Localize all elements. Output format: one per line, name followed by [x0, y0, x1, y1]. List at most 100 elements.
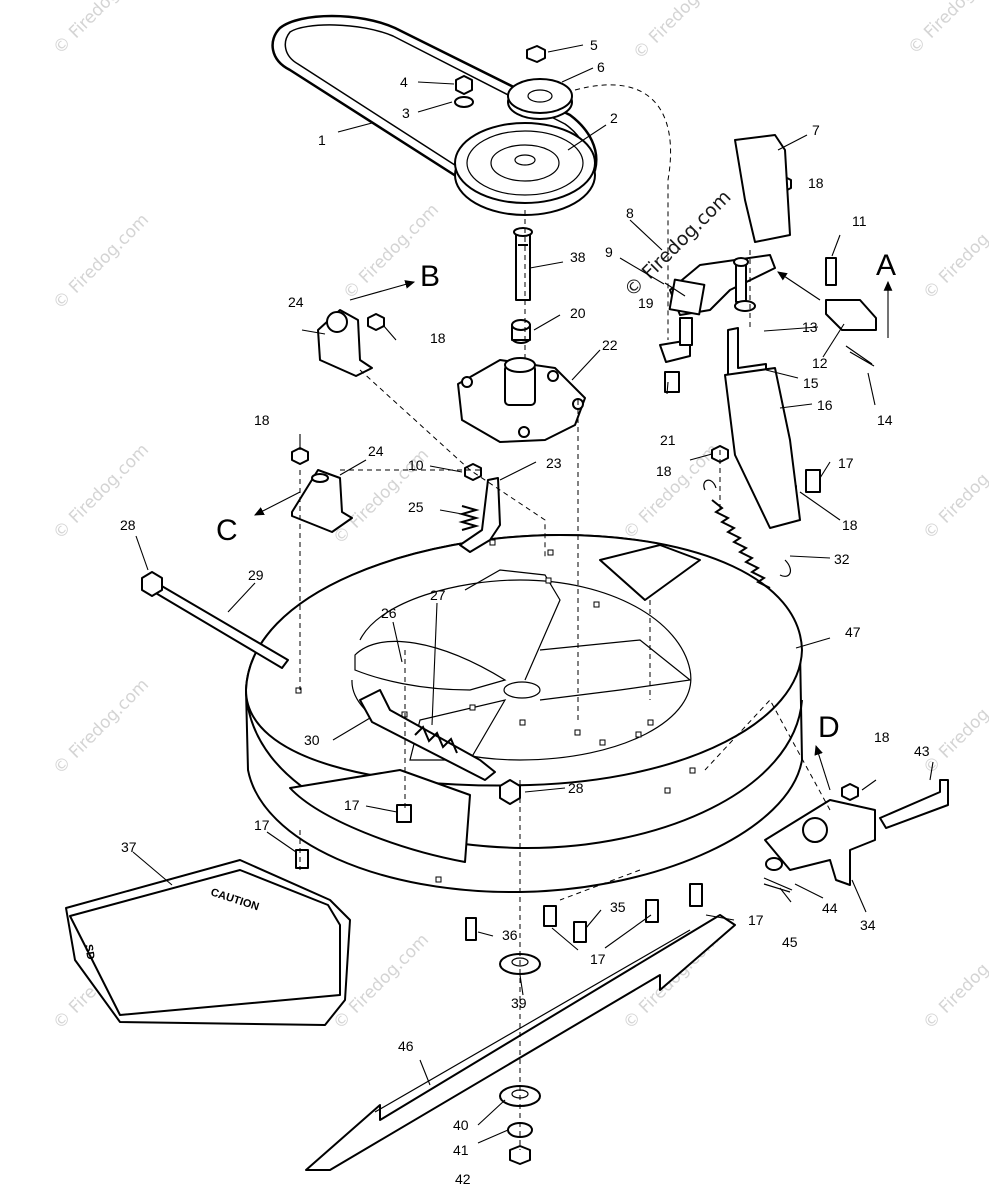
- hair-pin-14: [845, 345, 875, 367]
- assembly-lines: [299, 84, 831, 1150]
- callout-18: 18: [656, 463, 672, 479]
- callout-38: 38: [570, 249, 586, 265]
- callout-39: 39: [511, 995, 527, 1011]
- spindle-housing: [457, 357, 586, 443]
- callout-22: 22: [602, 337, 618, 353]
- rod-29: [153, 584, 289, 669]
- arrow-label-d: D: [818, 711, 840, 744]
- callout-36: 36: [502, 927, 518, 943]
- bolt-36: [465, 917, 477, 941]
- hanger-bracket-b: [317, 309, 373, 377]
- callout-32: 32: [834, 551, 850, 567]
- callout-46: 46: [398, 1038, 414, 1054]
- washer-44: [765, 857, 783, 871]
- callout-30: 30: [304, 732, 320, 748]
- bracket-16: [724, 367, 801, 529]
- decal-brand: SD: [82, 943, 96, 960]
- bracket-19: [659, 317, 693, 363]
- watermark: © Firedog.com: [904, 0, 989, 59]
- callout-43: 43: [914, 743, 930, 759]
- callout-1: 1: [318, 132, 326, 148]
- callout-18: 18: [808, 175, 824, 191]
- watermark: © Firedog.com: [49, 440, 153, 544]
- callout-17: 17: [344, 797, 360, 813]
- callout-labels: 1 2 3 4 5 6 7 8 9 10 11 12 13 14 15 16 1…: [120, 37, 930, 1187]
- lever-23: [459, 477, 501, 553]
- callout-29: 29: [248, 567, 264, 583]
- callout-42: 42: [455, 1171, 471, 1187]
- callout-28: 28: [568, 780, 584, 796]
- callout-24: 24: [288, 294, 304, 310]
- callout-41: 41: [453, 1142, 469, 1158]
- nut-42: [509, 1145, 531, 1165]
- spindle-pulley: [454, 122, 596, 216]
- callout-10: 10: [408, 457, 424, 473]
- bracket-34: [764, 799, 876, 886]
- callout-16: 16: [817, 397, 833, 413]
- arrow-label-a: A: [876, 249, 896, 282]
- callout-8: 8: [626, 205, 634, 221]
- callout-18: 18: [874, 729, 890, 745]
- watermark: © Firedog.com: [49, 210, 153, 314]
- callout-34: 34: [860, 917, 876, 933]
- adjuster-30: [359, 689, 496, 781]
- callout-27: 27: [430, 587, 446, 603]
- callout-21: 21: [660, 432, 676, 448]
- arrow-label-b: B: [420, 260, 440, 293]
- idler-pulley: [507, 78, 573, 120]
- callout-2: 2: [610, 110, 618, 126]
- bolt-11: [825, 257, 837, 286]
- leader-lines: [132, 44, 934, 1144]
- watermark: © Firedog.com: [919, 930, 989, 1034]
- washer: [454, 75, 474, 108]
- callout-5: 5: [590, 37, 598, 53]
- callout-25: 25: [408, 499, 424, 515]
- idler-arm: [668, 254, 776, 316]
- watermark: © Firedog.com: [49, 675, 153, 779]
- callout-45: 45: [782, 934, 798, 950]
- arrow-label-c: C: [216, 514, 238, 547]
- callout-15: 15: [803, 375, 819, 391]
- spring-25: [458, 505, 480, 531]
- callout-9: 9: [605, 244, 613, 260]
- watermark: © Firedog.com: [919, 440, 989, 544]
- callout-28: 28: [120, 517, 136, 533]
- callout-18: 18: [254, 412, 270, 428]
- watermark: © Firedog.com: [919, 675, 989, 779]
- callout-6: 6: [597, 59, 605, 75]
- mower-deck: [245, 534, 803, 894]
- callout-17: 17: [748, 912, 764, 928]
- hanger-bracket-c: [291, 469, 353, 533]
- callout-17: 17: [590, 951, 606, 967]
- callout-17: 17: [838, 455, 854, 471]
- callout-12: 12: [812, 355, 828, 371]
- callout-17: 17: [254, 817, 270, 833]
- nut: [526, 45, 546, 63]
- callout-20: 20: [570, 305, 586, 321]
- callout-37: 37: [121, 839, 137, 855]
- callout-19: 19: [638, 295, 654, 311]
- callout-11: 11: [852, 213, 867, 229]
- latch-12: [825, 299, 877, 331]
- watermark: © Firedog.com: [49, 0, 153, 59]
- bolt-21: [664, 371, 680, 393]
- direction-arrows: B C A D: [216, 249, 896, 791]
- callout-14: 14: [877, 412, 893, 428]
- pin-45: [763, 877, 793, 893]
- callout-13: 13: [802, 319, 818, 335]
- callout-40: 40: [453, 1117, 469, 1133]
- callout-3: 3: [402, 105, 410, 121]
- bolt-17: [295, 469, 821, 943]
- callout-24: 24: [368, 443, 384, 459]
- callout-44: 44: [822, 900, 838, 916]
- watermark: © Firedog.com: [919, 200, 989, 304]
- callout-4: 4: [400, 74, 408, 90]
- callout-7: 7: [812, 122, 820, 138]
- rod-43: [879, 779, 949, 829]
- idler-spring: [703, 479, 792, 589]
- watermark: © Firedog.com: [629, 0, 733, 64]
- callout-26: 26: [381, 605, 397, 621]
- callout-23: 23: [546, 455, 562, 471]
- callout-18: 18: [430, 330, 446, 346]
